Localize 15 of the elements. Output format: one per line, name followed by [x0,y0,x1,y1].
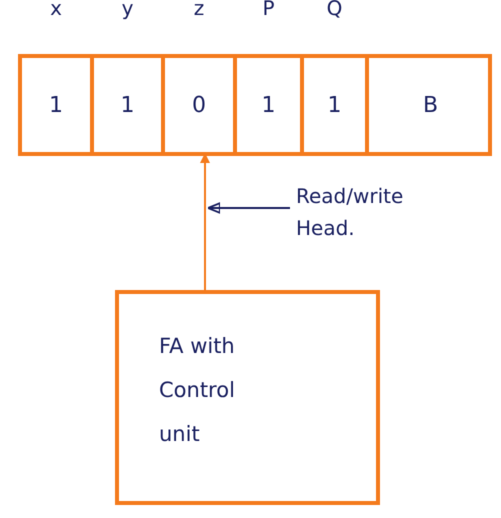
cell-label: Q [326,0,344,20]
cell-symbol: 0 [192,92,206,118]
arrow [200,153,210,290]
cell-symbol: 1 [328,92,342,118]
control-unit-box: FA with Control unit [115,290,380,505]
cell-label: P [261,0,276,20]
head-label: Read/write Head. [296,180,426,250]
leader-line [206,202,290,214]
cell-label: y [120,0,134,20]
cell-label: z [192,0,206,20]
cell-symbol: 1 [262,92,276,118]
cell-symbol: 1 [49,92,63,118]
cell-symbol: 1 [120,92,134,118]
cell-label: x [49,0,63,20]
cell-symbol: B [422,92,438,118]
